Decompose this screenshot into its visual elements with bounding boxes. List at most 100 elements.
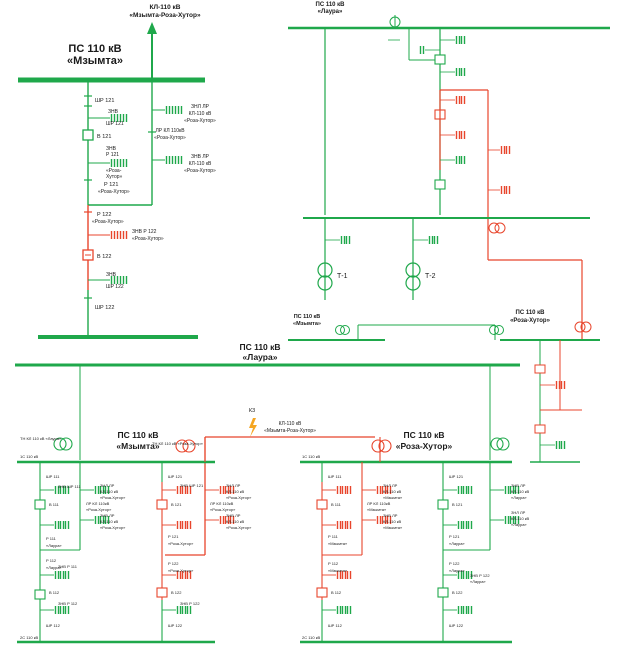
label-znv-p121-b: Р 121 xyxy=(106,152,119,158)
transformer-t2-icon xyxy=(405,262,421,278)
ground-switch-icon xyxy=(504,485,510,495)
ground-switch-icon xyxy=(336,605,342,615)
breaker-v122-left[interactable] xyxy=(156,587,168,598)
laura-top-title: ПС 110 кВ xyxy=(316,2,346,8)
breaker-v111-right[interactable] xyxy=(316,499,328,510)
label-bus-1c-right: 1С 110 кВ xyxy=(302,454,320,459)
feeder-label: КЛ-110 кВ xyxy=(383,519,402,524)
label-znl-lr: ЗНЛ ЛР xyxy=(191,104,210,110)
breaker-v122-right[interactable] xyxy=(437,587,449,598)
ground-switch-icon xyxy=(346,485,352,495)
kl-bottom-label: КЛ-110 кВ xyxy=(279,421,302,427)
feeder-label: В 122 xyxy=(452,590,463,595)
feeder-label: «Роза-Хутор» xyxy=(86,507,112,512)
feeder-label: «Лаура» xyxy=(511,495,527,500)
feeder-label: «Роза-Хутор» xyxy=(226,525,252,530)
ground-switch-icon xyxy=(181,605,187,615)
laura-top-title-2: «Лаура» xyxy=(318,9,343,15)
ground-switch-icon xyxy=(64,605,70,615)
label-znv-p122-b: «Роза-Хутор» xyxy=(132,236,164,242)
ground-switch-icon xyxy=(376,515,382,525)
feeder-label: ЗНЛ ЛР xyxy=(100,483,115,488)
label-znv-lr-b: КЛ-110 кВ xyxy=(189,161,212,167)
breaker-v112-left[interactable] xyxy=(34,589,46,600)
feeder-label: ЗНВ ЛР xyxy=(383,513,398,518)
feeder-label: В 111 xyxy=(331,502,342,507)
ground-switch-icon xyxy=(176,520,182,530)
ground-switch-icon xyxy=(346,520,352,530)
ground-switch-icon xyxy=(467,605,473,615)
feeder-label: ЗНВ Р 122 xyxy=(470,573,490,578)
feeder-label: «Роза-Хутор» xyxy=(100,525,126,530)
breaker-v112-right[interactable] xyxy=(316,587,328,598)
fault-k3-label: К3 xyxy=(249,408,255,414)
feeder-label: ЛР КЛ 110кВ xyxy=(210,501,234,506)
roza-small-title-2: «Роза-Хутор» xyxy=(510,318,551,324)
ground-switch-icon xyxy=(54,520,60,530)
feeder-label: ЗНЛ ЛР xyxy=(226,483,241,488)
feeder-label: В 112 xyxy=(49,590,60,595)
feeder-label: ЗНВ ЛР xyxy=(226,513,241,518)
ground-switch-icon xyxy=(64,570,70,580)
ground-switch-icon xyxy=(457,485,463,495)
ground-switch-icon xyxy=(457,520,463,530)
laura-mid-title: ПС 110 кВ xyxy=(239,342,280,352)
breaker-v111-left[interactable] xyxy=(34,499,46,510)
ground-switch-group xyxy=(388,35,511,195)
label-znv-shr122-b: ШР 122 xyxy=(106,284,124,290)
ground-switch-icon xyxy=(181,520,187,530)
feeder-label: КЛ-110 кВ xyxy=(511,516,530,521)
arrow-up-icon xyxy=(147,22,157,34)
breaker-v121-right[interactable] xyxy=(437,499,449,510)
ground-switch-icon xyxy=(54,605,60,615)
top-line-label: КЛ-110 кВ xyxy=(150,4,181,11)
feeder-label: КЛ-110 кВ xyxy=(226,489,245,494)
breaker-v121-left[interactable] xyxy=(156,499,168,510)
mzymta-small-title: ПС 110 кВ xyxy=(294,314,321,320)
label-znv-p121: ЗНВ xyxy=(106,146,117,152)
feeder-label: «Роза-Хутор» xyxy=(226,495,252,500)
roza-bottom-title-2: «Роза-Хутор» xyxy=(396,441,453,451)
ground-switch-icon xyxy=(341,605,347,615)
feeder-label: «Роза-Хутор» xyxy=(210,507,236,512)
feeder-label: КЛ-110 кВ xyxy=(226,519,245,524)
label-p122: Р 122 xyxy=(97,212,111,218)
main-title-2: «Мзымта» xyxy=(67,55,123,67)
ground-switch-icon xyxy=(346,570,352,580)
feeder-label: ЗНВ ШР 111 xyxy=(58,484,81,489)
feeder-label: ЗНВ Р 111 xyxy=(58,564,78,569)
label-t2: Т-2 xyxy=(425,273,436,280)
ground-switch-icon xyxy=(457,605,463,615)
label-znl-lr-c: «Роза-Хутор» xyxy=(184,118,216,124)
feeder-label: «Мзымта» xyxy=(328,568,348,573)
feeder-label: ЗНВ ЛР xyxy=(511,483,526,488)
feeder-label: «Лаура» xyxy=(511,522,527,527)
label-p122-b: «Роза-Хутор» xyxy=(92,219,124,225)
label-bus-2c-right: 2С 110 кВ xyxy=(302,635,320,640)
feeder-label: Р 121 xyxy=(168,534,179,539)
label-znv-p121-c: «Роза- xyxy=(106,168,122,174)
feeder-label: «Лаура» xyxy=(46,565,62,570)
label-znv-shr122: ЗНВ xyxy=(106,272,117,278)
ground-switch-icon xyxy=(467,485,473,495)
feeder-label: ЛР КЛ 110кВ xyxy=(367,501,391,506)
feeder-label: Р 122 xyxy=(449,561,460,566)
ground-switch-icon xyxy=(341,485,347,495)
breaker-v121[interactable] xyxy=(82,129,94,141)
feeder-label: ШР 111 xyxy=(328,474,342,479)
ground-switch-rows xyxy=(40,485,520,615)
main-title: ПС 110 кВ xyxy=(68,43,121,55)
roza-bottom-title: ПС 110 кВ xyxy=(403,430,444,440)
ground-switch-icon xyxy=(336,485,342,495)
feeder-label: ЗНВ ШР 121 xyxy=(180,483,204,488)
ground-switch-icon xyxy=(346,605,352,615)
feeder-label: Р 112 xyxy=(328,561,339,566)
feeder-label: В 112 xyxy=(331,590,342,595)
ground-switch-icon xyxy=(504,515,510,525)
feeder-label: ШР 122 xyxy=(449,623,464,628)
feeder-label: «Лаура» xyxy=(449,541,465,546)
label-shr121: ШР 121 xyxy=(95,98,114,104)
label-v121: В 121 xyxy=(97,134,111,140)
tn-laura-label: ТН КЛ 110 кВ «Лаура» xyxy=(20,436,62,441)
